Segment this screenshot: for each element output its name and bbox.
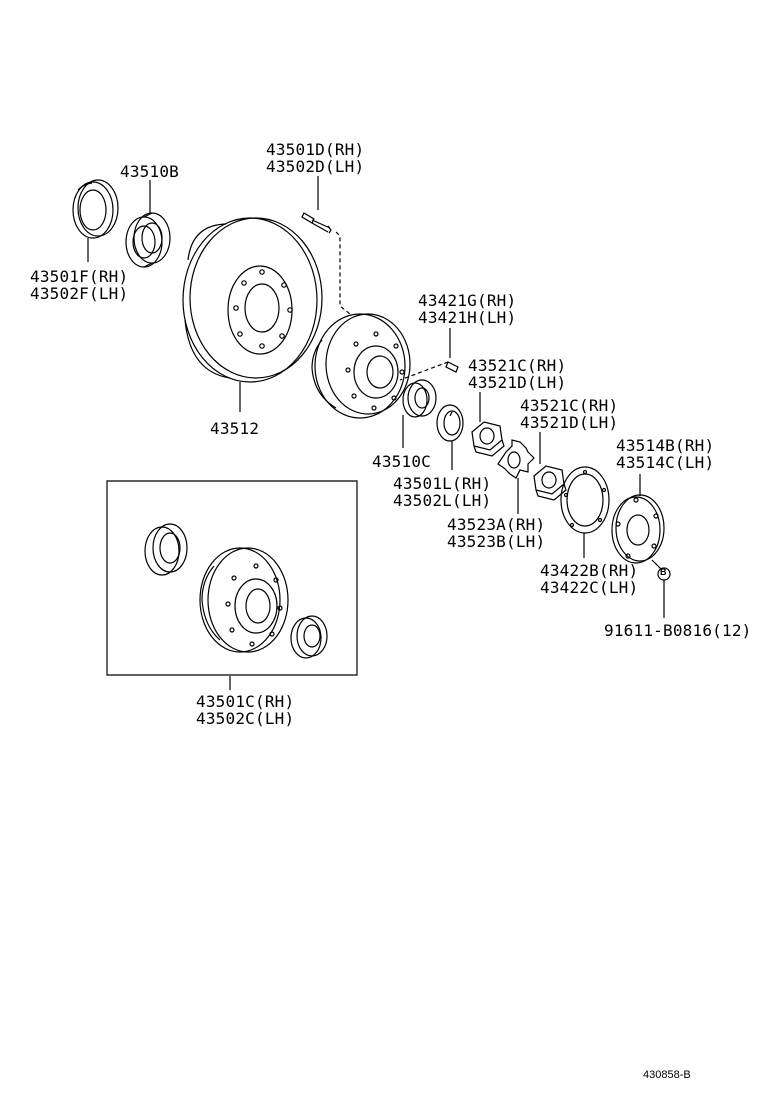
box-bearing-inner[interactable] xyxy=(291,616,327,658)
lock-washer-43523a[interactable] xyxy=(498,440,534,478)
hub-bolt-43501d[interactable] xyxy=(302,213,331,233)
label-43502c: 43502C(LH) xyxy=(196,709,295,728)
label-43501d: 43501D(RH) xyxy=(266,140,365,159)
label-43421h: 43421H(LH) xyxy=(418,308,517,327)
label-43521c-b: 43521C(RH) xyxy=(520,396,619,415)
label-43523a: 43523A(RH) xyxy=(447,515,546,534)
label-43502d: 43502D(LH) xyxy=(266,157,365,176)
label-43521d-a: 43521D(LH) xyxy=(468,373,567,392)
label-43510b: 43510B xyxy=(120,162,179,181)
label-43514b: 43514B(RH) xyxy=(616,436,715,455)
label-43502f: 43502F(LH) xyxy=(30,284,129,303)
box-bearing-outer[interactable] xyxy=(145,524,187,575)
label-43514c: 43514C(LH) xyxy=(616,453,715,472)
washer-43501l[interactable] xyxy=(437,405,463,441)
label-43501l: 43501L(RH) xyxy=(393,474,492,493)
label-43422c: 43422C(LH) xyxy=(540,578,639,597)
label-43521d-b: 43521D(LH) xyxy=(520,413,619,432)
assembly-frame xyxy=(107,481,357,675)
bearing-43510b[interactable] xyxy=(126,213,170,267)
label-43421g: 43421G(RH) xyxy=(418,291,517,310)
b-marker xyxy=(658,568,670,580)
bearing-43510c[interactable] xyxy=(403,380,436,417)
label-43523b: 43523B(LH) xyxy=(447,532,546,551)
brake-disc-43512[interactable] xyxy=(183,218,322,382)
oil-seal-43501f[interactable] xyxy=(73,180,118,238)
label-43502l: 43502L(LH) xyxy=(393,491,492,510)
label-43501c: 43501C(RH) xyxy=(196,692,295,711)
label-43510c: 43510C xyxy=(372,452,431,471)
figure-code: 430858-B xyxy=(643,1069,691,1081)
box-hub[interactable] xyxy=(200,548,288,652)
label-43422b: 43422B(RH) xyxy=(540,561,639,580)
label-43521c-a: 43521C(RH) xyxy=(468,356,567,375)
b-marker-letter: B xyxy=(660,567,667,577)
flange-43514b[interactable] xyxy=(612,495,664,563)
label-43501f: 43501F(RH) xyxy=(30,267,129,286)
hub-pin-43421g[interactable] xyxy=(446,362,458,372)
gasket-43422b[interactable] xyxy=(561,467,609,533)
label-43512: 43512 xyxy=(210,419,260,438)
nut-43521c-inner[interactable] xyxy=(472,422,504,456)
label-91611: 91611-B0816(12) xyxy=(604,621,752,640)
axle-hub[interactable] xyxy=(312,314,410,418)
